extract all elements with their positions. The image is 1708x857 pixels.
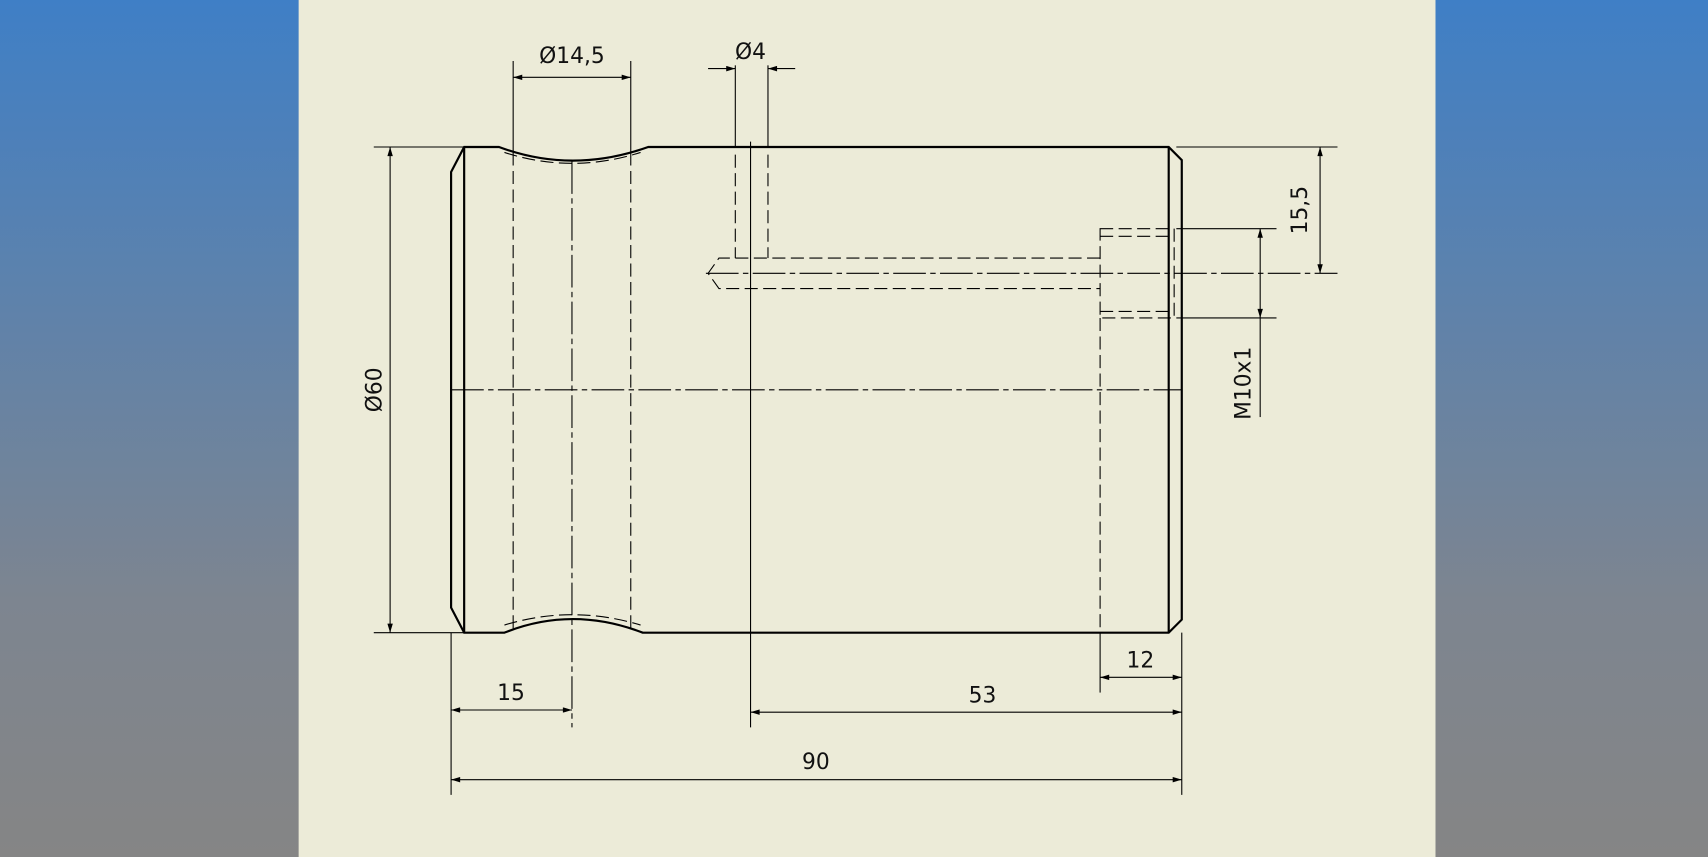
center-lines — [451, 141, 1338, 728]
dim-cross-hole-diameter: Ø14,5 — [539, 44, 605, 69]
dim-hole-offset: 15,5 — [1288, 186, 1313, 234]
drawing-sheet — [298, 0, 1436, 857]
dimension-lines — [373, 60, 1338, 795]
dim-small-hole-diameter: Ø4 — [735, 40, 766, 65]
dimension-labels: Ø60 Ø14,5 Ø4 15,5 M10x1 12 15 53 90 — [362, 40, 1313, 775]
dim-overall-length: 90 — [802, 750, 830, 775]
dim-thread: M10x1 — [1231, 347, 1256, 420]
dim-outer-diameter: Ø60 — [362, 367, 387, 412]
dim-small-hole-position: 53 — [969, 683, 997, 708]
dim-cross-hole-position: 15 — [497, 681, 525, 706]
dim-thread-depth: 12 — [1127, 649, 1155, 674]
